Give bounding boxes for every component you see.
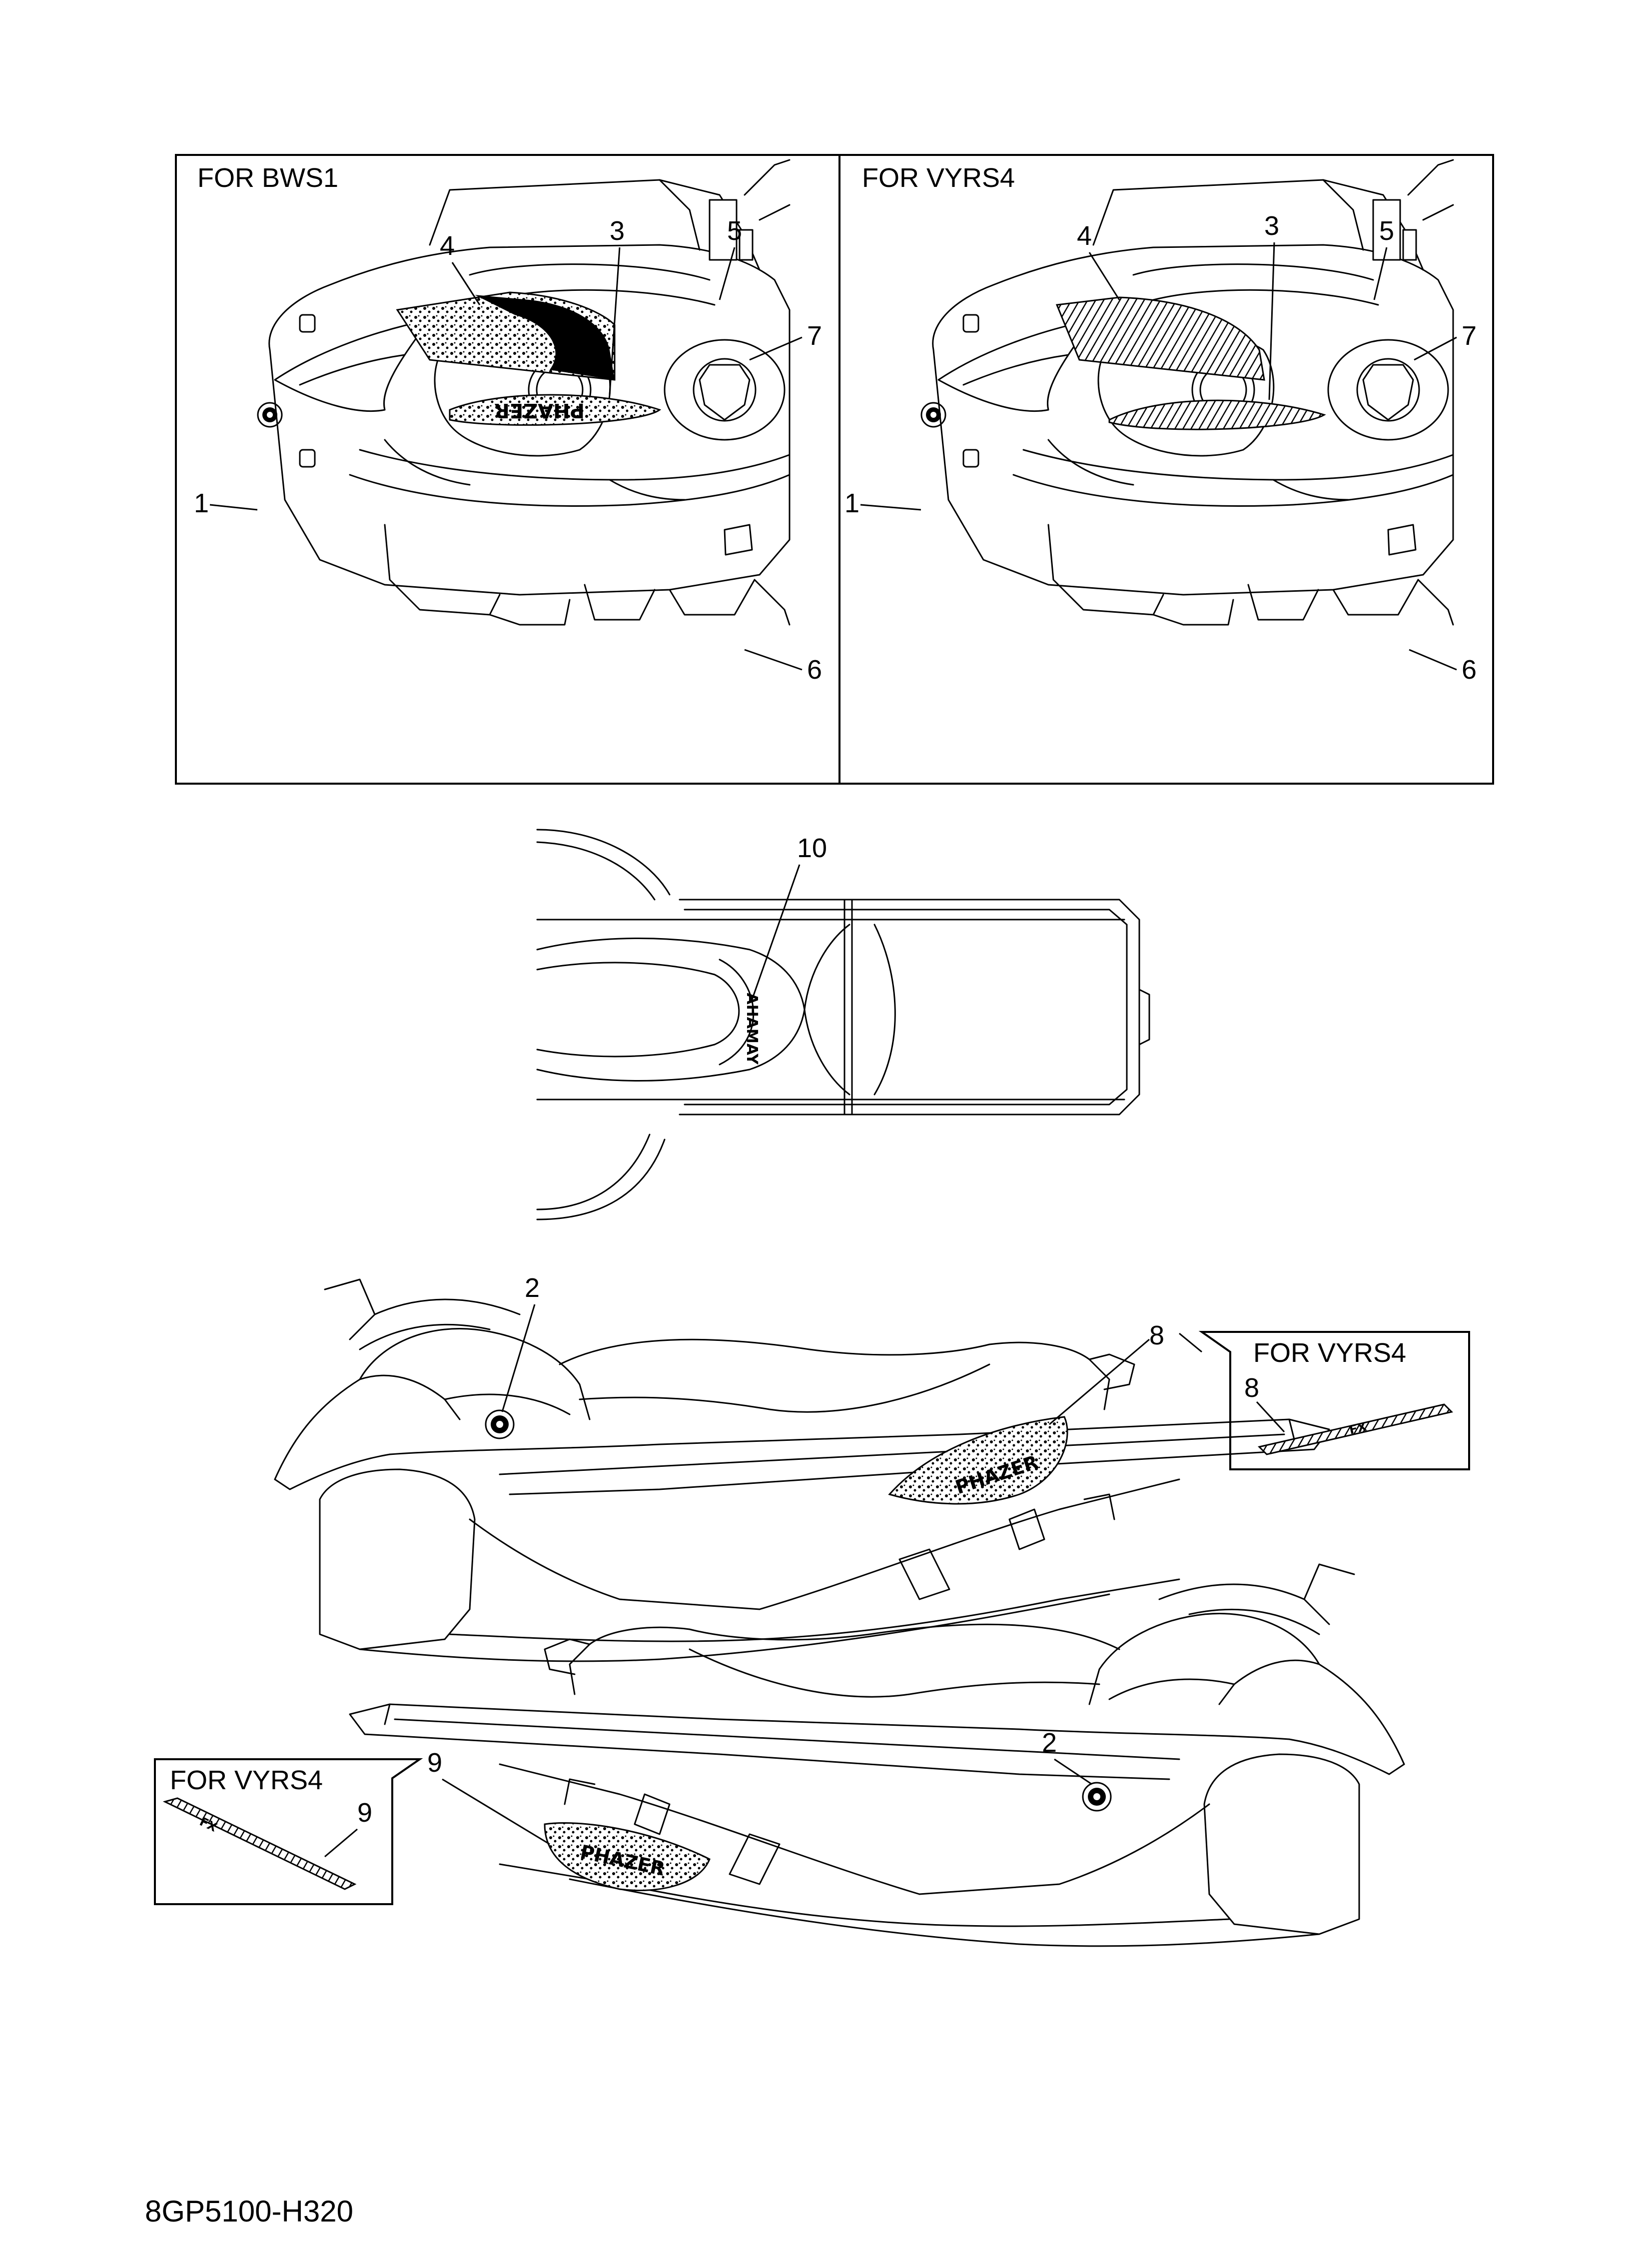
callout-5-right: 5 [1379,216,1394,246]
callout-7-right: 7 [1462,321,1477,351]
top-callouts: 1 3 4 5 7 6 1 3 4 5 7 6 [194,211,1477,685]
side-view-right: PHAZER 2 8 [274,1273,1330,1662]
callout-7-left: 7 [807,321,822,351]
inset-8-fx: FX [1348,1419,1368,1437]
inset-9-decal [162,1797,357,1890]
callout-4-right: 4 [1077,221,1092,251]
rear-view-bws1: PHAZER [257,159,791,626]
part-code: 8GP5100-H320 [145,2195,353,2228]
callout-2-upper: 2 [525,1273,540,1303]
windscreen-decal-4-vyrs4 [1055,296,1265,381]
right-panel-title: FOR VYRS4 [862,163,1015,193]
inset-9-title: FOR VYRS4 [170,1765,323,1795]
callout-8: 8 [1149,1320,1164,1350]
inset-8-decal [1258,1403,1453,1455]
hood-decal-3-text: PHAZER [494,399,585,422]
hood-decal-3-vyrs4 [1108,399,1326,430]
callout-9: 9 [427,1748,442,1778]
top-frame [175,154,1494,785]
callout-3-right: 3 [1264,211,1279,241]
callout-6-left: 6 [807,655,822,685]
callout-2-lower: 2 [1042,1728,1057,1758]
inset-8-title: FOR VYRS4 [1253,1338,1406,1368]
callout-3-left: 3 [610,216,625,246]
callout-10: 10 [797,833,827,863]
side-emblem-2-left [1082,1782,1112,1812]
inset-9-callout: 9 [357,1798,372,1828]
inset-8: FOR VYRS4 8 FX [1179,1331,1470,1470]
inset-9: FOR VYRS4 9 FX [154,1758,423,1905]
side-decal-9 [544,1822,711,1891]
callout-1-right: 1 [844,488,859,518]
callout-6-right: 6 [1462,655,1477,685]
callout-5-left: 5 [727,216,742,246]
yamaha-seat-decal-10: YAMAHA [743,993,761,1065]
top-down-view: YAMAHA 10 [536,829,1150,1220]
side-emblem-2 [485,1409,515,1439]
side-decal-8 [888,1416,1068,1505]
side-view-left: PHAZER 2 9 [349,1563,1405,1947]
callout-1-left: 1 [194,488,209,518]
windscreen-decal-band [475,295,615,380]
rear-view-vyrs4 [920,159,1454,626]
callout-4-left: 4 [440,231,455,261]
left-panel-title: FOR BWS1 [197,163,338,193]
hood-decal-3 [449,394,662,426]
inset-8-callout: 8 [1244,1373,1259,1403]
